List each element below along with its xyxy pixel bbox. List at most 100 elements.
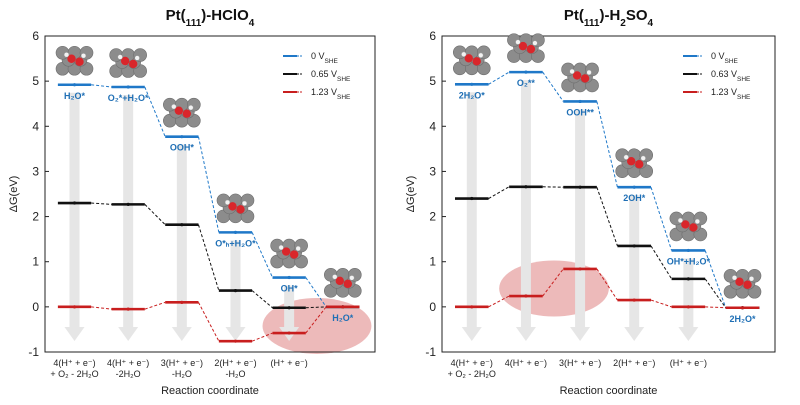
legend-label: 1.23 VSHE (711, 87, 751, 101)
x-tick-label: 3(H⁺ + e⁻) (559, 358, 601, 368)
data-point (126, 85, 130, 89)
data-point (470, 196, 474, 201)
legend: 0 VSHE 0.65 VSHE 1.23 VSHE (283, 51, 351, 101)
y-tick-label: -1 (425, 345, 436, 359)
step-arrow-shaft (176, 144, 187, 327)
connector-line (251, 290, 273, 309)
data-point (341, 305, 345, 309)
x-tick-label: 2(H⁺ + e⁻) (214, 358, 256, 368)
y-tick-label: 1 (429, 255, 436, 269)
species-label: O₂** (517, 78, 536, 88)
step-arrow-head (118, 327, 139, 341)
step-arrow-head (624, 327, 645, 341)
connector-line (650, 299, 672, 308)
y-tick-label: 3 (429, 164, 436, 178)
y-axis-label: ΔG(eV) (8, 176, 20, 213)
series-3 (454, 267, 760, 310)
step-arrow-head (570, 327, 591, 341)
connector-line (91, 306, 112, 310)
y-tick-label: 4 (429, 119, 436, 133)
connector-line (542, 268, 564, 297)
x-tick-label: -H₂O (225, 369, 245, 379)
data-point (180, 300, 184, 304)
connector-line (144, 86, 166, 137)
data-point (180, 135, 184, 139)
adsorbate-structure-icon (615, 148, 654, 179)
species-label: O*ₕ+H₂O* (215, 238, 256, 248)
y-tick-label: 6 (32, 29, 39, 43)
data-point (470, 305, 474, 309)
data-point (72, 305, 77, 309)
y-tick-label: 0 (429, 300, 436, 314)
connector-line (650, 187, 673, 251)
x-tick-label: -2H₂O (116, 369, 141, 379)
data-point (632, 185, 636, 189)
connector-line (144, 204, 166, 226)
species-label: O₂*+H₂O* (108, 93, 149, 103)
chart-title: Pt(111)-H2SO4 (564, 7, 654, 29)
data-point (686, 305, 690, 309)
series-1 (454, 70, 760, 310)
y-tick-label: 5 (429, 74, 436, 88)
x-tick-label: -H₂O (172, 369, 192, 379)
step-arrow-shaft (629, 195, 640, 327)
y-tick-label: -1 (28, 345, 39, 359)
connector-line (704, 250, 727, 308)
step-arrow-shaft (69, 92, 80, 327)
species-label: 2H₂O* (459, 90, 486, 100)
connector-line (251, 332, 273, 342)
y-tick-label: 5 (32, 74, 39, 88)
connector-line (197, 224, 220, 291)
data-point (287, 306, 291, 310)
data-point (578, 99, 582, 104)
x-tick-label: (H⁺ + e⁻) (670, 358, 707, 368)
data-point (578, 185, 582, 189)
data-point (524, 70, 528, 74)
connector-line (91, 84, 112, 88)
connector-line (305, 277, 327, 308)
legend-label: 0.65 VSHE (311, 69, 351, 83)
x-tick-label: 2(H⁺ + e⁻) (613, 358, 655, 368)
species-label: OH* (281, 284, 299, 294)
connector-line (91, 202, 112, 205)
step-arrow-shaft (575, 109, 586, 327)
adsorbate-structure-icon (216, 193, 255, 224)
step-arrow-shaft (123, 95, 134, 327)
species-label: OOH* (170, 143, 195, 153)
series-3 (57, 300, 360, 343)
connector-line (305, 306, 327, 334)
x-tick-label: 3(H⁺ + e⁻) (161, 358, 203, 368)
connector-line (705, 306, 726, 309)
adsorbate-structure-icon (669, 211, 708, 242)
adsorbate-structure-icon (561, 62, 599, 93)
x-axis-label: Reaction coordinate (560, 385, 658, 397)
connector-line (596, 101, 618, 188)
x-tick-label: + O₂ - 2H₂O (448, 369, 496, 379)
data-point (287, 275, 291, 280)
data-point (233, 230, 238, 234)
y-tick-label: 4 (32, 119, 39, 133)
species-label: 2H₂O* (730, 314, 757, 324)
step-arrow-head (515, 327, 536, 341)
legend-label: 0 VSHE (311, 51, 339, 65)
x-axis-label: Reaction coordinate (161, 385, 259, 397)
plot-frame (44, 35, 376, 353)
x-tick-label: 4(H⁺ + e⁻) (107, 358, 149, 368)
data-point (470, 82, 474, 86)
step-arrow-shaft (683, 258, 694, 327)
legend-label: 1.23 VSHE (311, 87, 351, 101)
y-tick-label: 3 (32, 164, 39, 178)
data-point (686, 248, 690, 253)
data-point (287, 331, 291, 335)
connector-line (650, 245, 673, 280)
connector-line (542, 71, 564, 102)
species-label: OOH** (566, 107, 594, 117)
data-point (524, 185, 528, 189)
y-tick-label: 2 (429, 210, 436, 224)
adsorbate-structure-icon (55, 45, 94, 76)
connector-line (488, 295, 510, 308)
x-tick-label: 4(H⁺ + e⁻) (505, 358, 547, 368)
